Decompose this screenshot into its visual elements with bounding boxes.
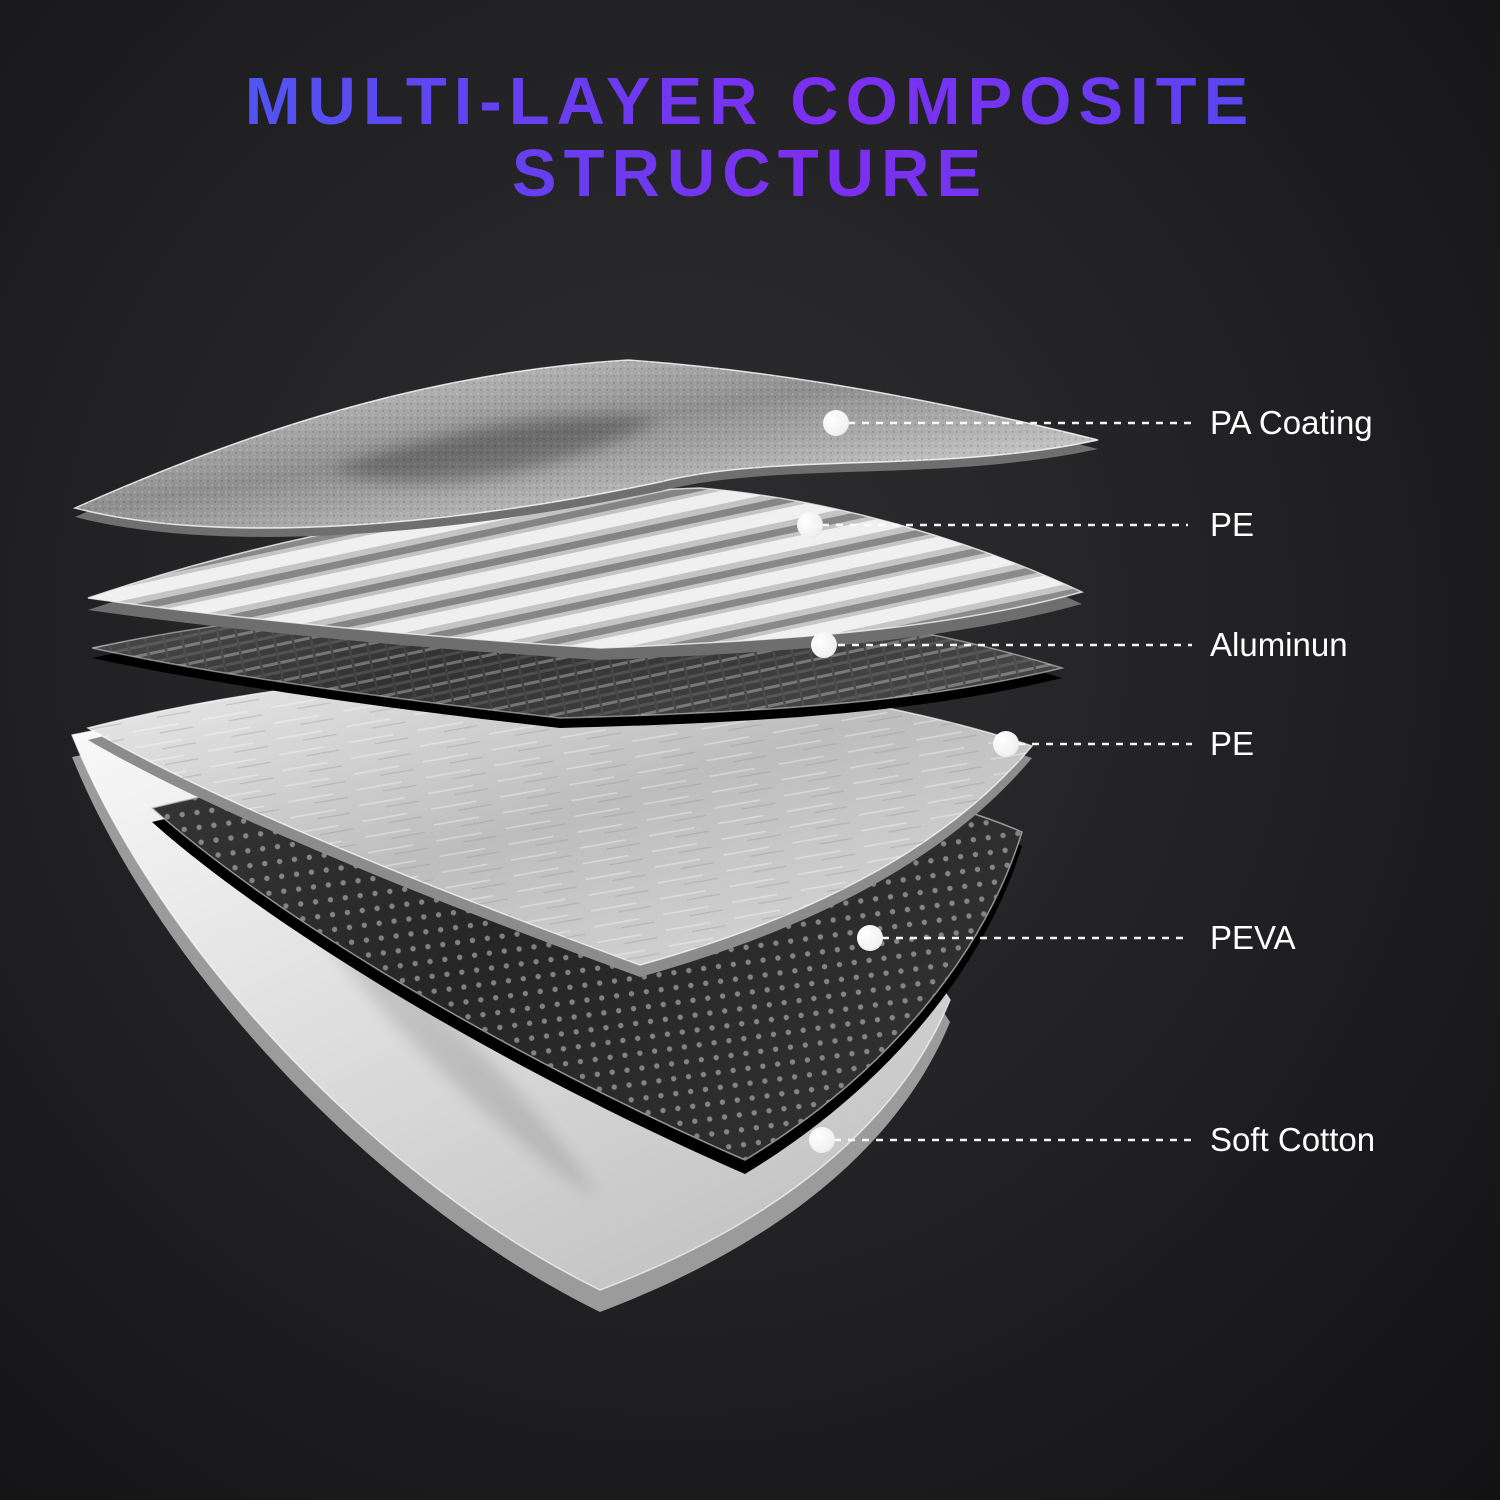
pe-upper-layer [87,487,1085,660]
pe-lower-streaks [88,670,1032,965]
pe-lower-layer [86,669,1034,977]
label-peva: PEVA [1210,919,1296,956]
anchor-dots [797,410,1019,1153]
label-soft-cotton: Soft Cotton [1210,1121,1376,1158]
page-title-line1: MULTI-LAYER COMPOSITE [0,65,1500,138]
pa-coating-fold-shadow [330,415,660,483]
peva-anchor-dot [857,925,883,951]
label-pe-lower: PE [1210,725,1255,762]
pa-coating-anchor-dot [823,410,849,436]
leader-lines [822,421,1192,1142]
label-pa-coating: PA Coating [1210,404,1373,441]
pa-coating-layer [72,359,1099,537]
pe-upper-anchor-dot [797,512,823,538]
soft-cotton-anchor-dot [809,1127,835,1153]
label-pe-upper: PE [1210,506,1255,543]
label-aluminum: Aluminun [1210,626,1348,663]
page-title-line2: STRUCTURE [0,137,1500,210]
pe-lower-anchor-dot [993,731,1019,757]
aluminum-anchor-dot [811,632,837,658]
page-title: MULTI-LAYER COMPOSITE STRUCTURE [0,65,1500,211]
pe-upper-sheen [88,488,1082,648]
